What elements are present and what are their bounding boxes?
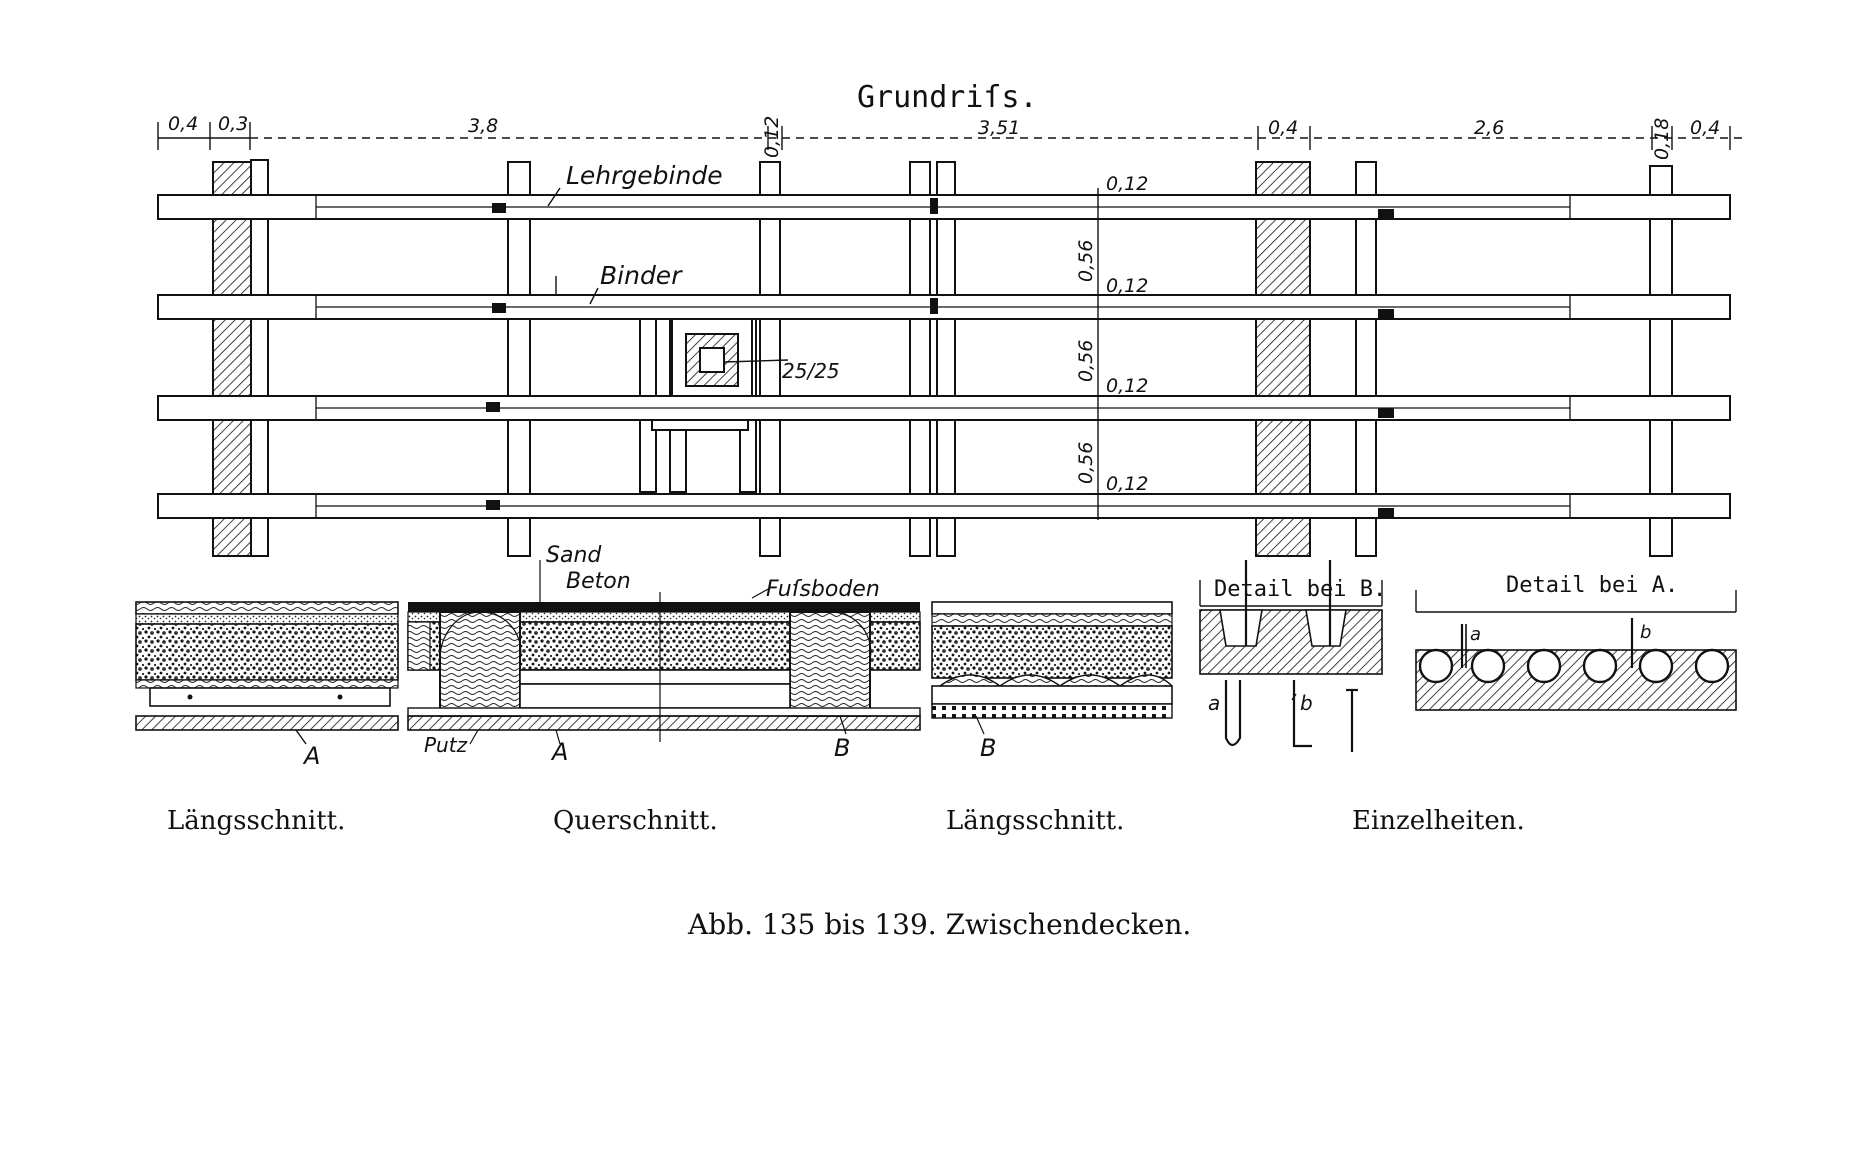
dim-0-18: 0,18	[1651, 118, 1673, 160]
dim-0-12-top: 0,12	[761, 116, 783, 158]
gap-0-12-3: 0,12	[1106, 375, 1148, 397]
dim-0-4-mid: 0,4	[1268, 117, 1298, 139]
nail-b-label-a: b	[1640, 622, 1651, 643]
caption-laengsschnitt-1: Längsschnitt.	[167, 806, 346, 836]
gap-0-12-1: 0,12	[1106, 173, 1148, 195]
wall-left	[212, 161, 252, 557]
figure-caption: Abb. 135 bis 139. Zwischendecken.	[688, 908, 1192, 941]
beton-label: Beton	[566, 569, 631, 594]
detail-a-title: Detail bei A.	[1506, 573, 1678, 598]
dim-3-51: 3,51	[978, 117, 1020, 139]
spacing-0-56-3: 0,56	[1075, 442, 1097, 484]
nail-a-label-b: a	[1208, 691, 1220, 715]
beam-joints	[486, 198, 1394, 518]
marker-b-laengs: B	[980, 734, 996, 762]
lehrgebinde-label: Lehrgebinde	[566, 161, 723, 190]
caption-einzelheiten: Einzelheiten.	[1352, 806, 1525, 836]
marker-a-laengs: A	[302, 742, 320, 770]
nail-a-label-a: a	[1470, 624, 1481, 645]
wall-middle	[1255, 161, 1311, 557]
dim-0-4-right: 0,4	[1690, 117, 1720, 139]
gap-0-12-4: 0,12	[1106, 473, 1148, 495]
putz-label: Putz	[424, 733, 468, 757]
post-size-label: 25/25	[782, 359, 840, 383]
dim-0-4-left: 0,4	[168, 113, 198, 135]
detail-b	[1199, 560, 1383, 752]
marker-a-quer: A	[550, 738, 568, 766]
gap-0-12-2: 0,12	[1106, 275, 1148, 297]
dim-3-8: 3,8	[468, 115, 498, 137]
marker-b-quer: B	[834, 734, 850, 762]
fussboden-label: Fuſsboden	[766, 577, 880, 602]
dim-0-3: 0,3	[218, 113, 248, 135]
beam-inner-lines	[315, 195, 1571, 518]
caption-laengsschnitt-2: Längsschnitt.	[946, 806, 1125, 836]
detail-b-title: Detail bei B.	[1214, 577, 1386, 602]
plan-view: Grundriſs. 0,4 0,3 3,8 0,12 3,51 0,4 2,6…	[157, 80, 1746, 557]
spacing-0-56-2: 0,56	[1075, 340, 1097, 382]
section-laengsschnitt-2	[931, 601, 1173, 735]
section-laengsschnitt-1	[135, 601, 399, 745]
dim-2-6: 2,6	[1474, 117, 1504, 139]
spacing-0-56-1: 0,56	[1075, 240, 1097, 282]
grundriss-title: Grundriſs.	[857, 80, 1038, 115]
caption-querschnitt: Querschnitt.	[553, 806, 718, 836]
detail-a	[1415, 590, 1737, 711]
nail-b-label-b: b	[1300, 691, 1313, 715]
section-querschnitt	[407, 560, 921, 745]
sand-label: Sand	[546, 543, 602, 568]
dimension-line	[157, 122, 1746, 150]
spacing-dims	[1092, 188, 1104, 520]
binder-label: Binder	[600, 261, 683, 290]
